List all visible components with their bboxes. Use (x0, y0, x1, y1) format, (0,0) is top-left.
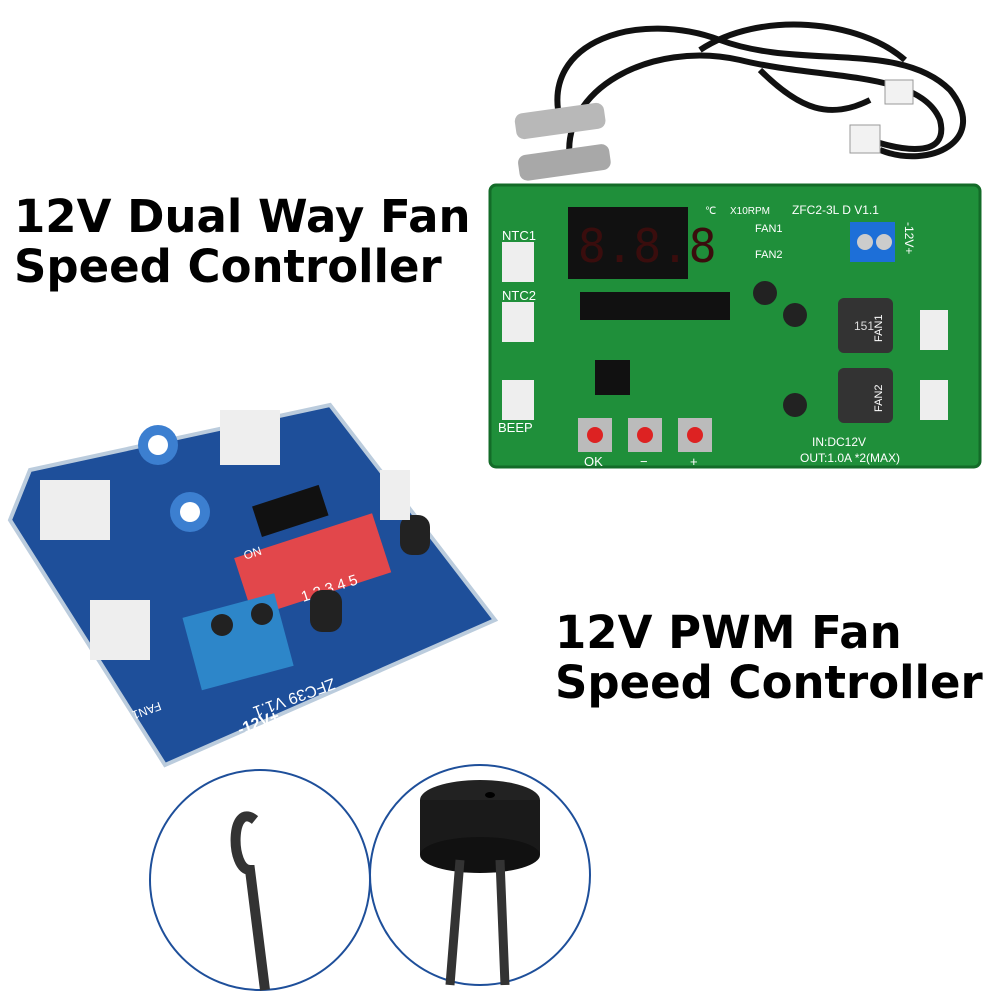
silk-celsius: ℃ (705, 206, 716, 217)
silk-fan1-led: FAN1 (755, 223, 783, 235)
dip-on-label: ON (242, 544, 263, 563)
silk-power: -12V+ (902, 222, 916, 254)
headline-dual-way-line2: Speed Controller (14, 240, 442, 294)
silk-output: OUT:1.0A *2(MAX) (800, 451, 900, 465)
silk-ok: OK (584, 454, 603, 469)
sensor-cable (554, 21, 967, 161)
silk-ntc2: NTC2 (502, 288, 536, 303)
svg-text:8.8.8: 8.8.8 (578, 219, 716, 273)
silk-plus: + (690, 454, 698, 469)
silk-ntc1: NTC1 (502, 228, 536, 243)
dual-way-fan-controller-board: 8.8.8 NTC1 NTC2 BEEP OK − + ℃ X10RPM FAN… (488, 183, 982, 469)
headline-pwm-line1: 12V PWM Fan (555, 606, 902, 659)
silk-beep: BEEP (498, 420, 533, 435)
silk-input: IN:DC12V (812, 435, 866, 449)
ntc-thermistor-inset (149, 769, 371, 991)
headline-dual-way-line1: 12V Dual Way Fan (14, 190, 471, 243)
headline-pwm: 12V PWM Fan Speed Controller (555, 606, 983, 710)
silk-fan2-port: FAN2 (873, 384, 885, 412)
buzzer-inset (369, 764, 591, 986)
push-button-ok (578, 418, 612, 452)
headline-pwm-line2: Speed Controller (555, 656, 983, 710)
headline-dual-way: 12V Dual Way Fan Speed Controller (14, 190, 471, 294)
silk-x10rpm: X10RPM (730, 206, 770, 217)
inductor-label: 151 (854, 319, 874, 333)
silk-fan1-port: FAN1 (873, 314, 885, 342)
push-button-plus (678, 418, 712, 452)
temperature-probes (514, 79, 914, 181)
silk-model: ZFC2-3L D V1.1 (792, 203, 879, 217)
silk-minus: − (640, 454, 648, 469)
silk-fan2-led: FAN2 (755, 249, 783, 261)
pwm-fan-controller-board: ON DP 1 2 3 4 5 ZFC39 V1.1 -12V+ FAN1 (7, 402, 499, 768)
push-button-minus (628, 418, 662, 452)
